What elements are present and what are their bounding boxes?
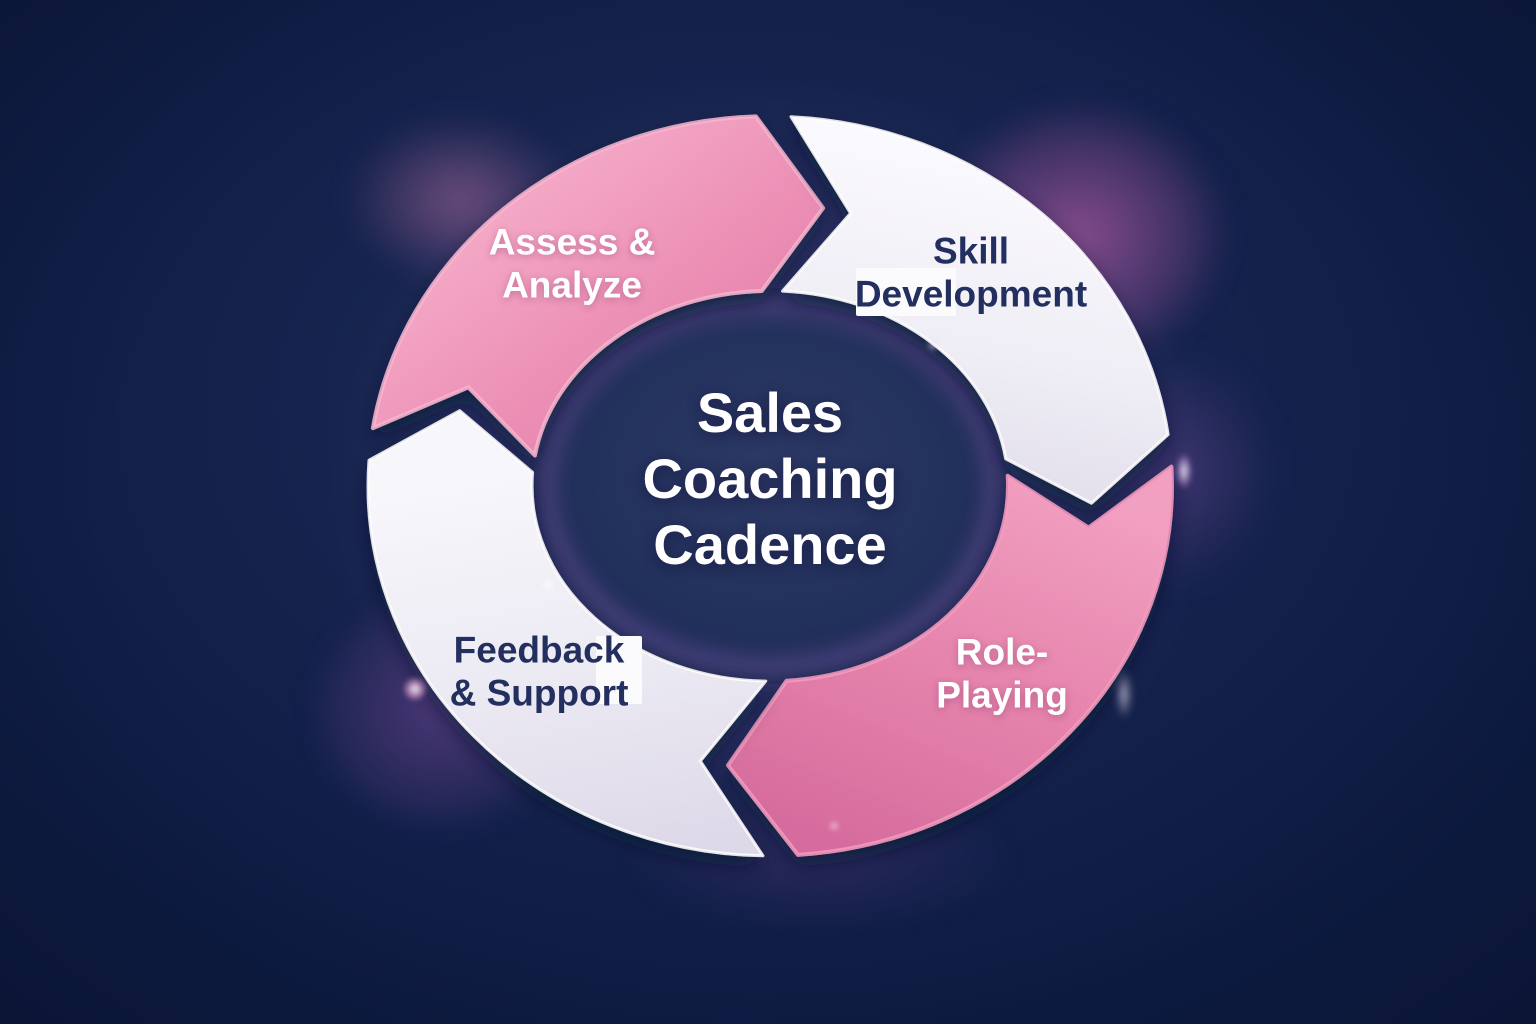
segment-assess <box>370 114 826 458</box>
segment-role <box>726 464 1174 857</box>
center-disc-sheen <box>538 297 1002 675</box>
segment-feedback <box>366 409 768 858</box>
